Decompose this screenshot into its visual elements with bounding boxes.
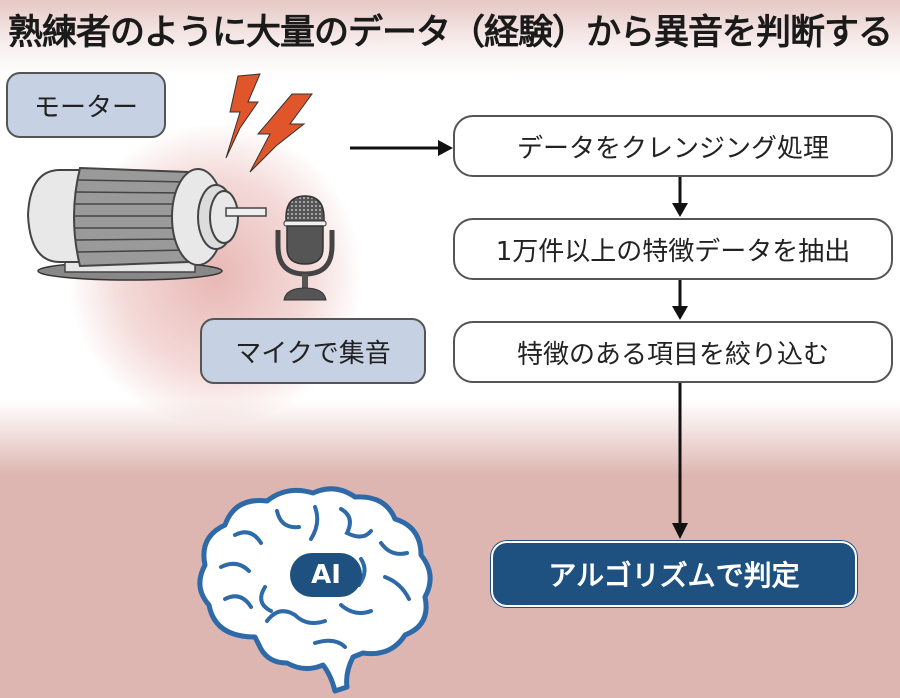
microphone-icon	[275, 195, 335, 301]
flow-step-extract: 1万件以上の特徴データを抽出	[453, 218, 893, 280]
motor-icon	[26, 166, 267, 281]
ai-badge: AI	[290, 553, 362, 597]
flow-step-narrow: 特徴のある項目を絞り込む	[453, 321, 893, 383]
flow-step-cleansing: データをクレンジング処理	[453, 115, 893, 177]
arrow-down-icon	[672, 177, 688, 217]
arrow-down-icon	[672, 280, 688, 320]
microphone-label: マイクで集音	[200, 318, 426, 384]
flow-final-judgement: アルゴリズムで判定	[491, 541, 857, 607]
lightning-bolt-icon	[225, 73, 313, 173]
motor-label: モーター	[6, 72, 166, 138]
arrow-right-icon	[350, 140, 453, 156]
diagram-title: 熟練者のように大量のデータ（経験）から異音を判断する	[7, 13, 893, 53]
arrow-down-icon	[672, 383, 688, 539]
